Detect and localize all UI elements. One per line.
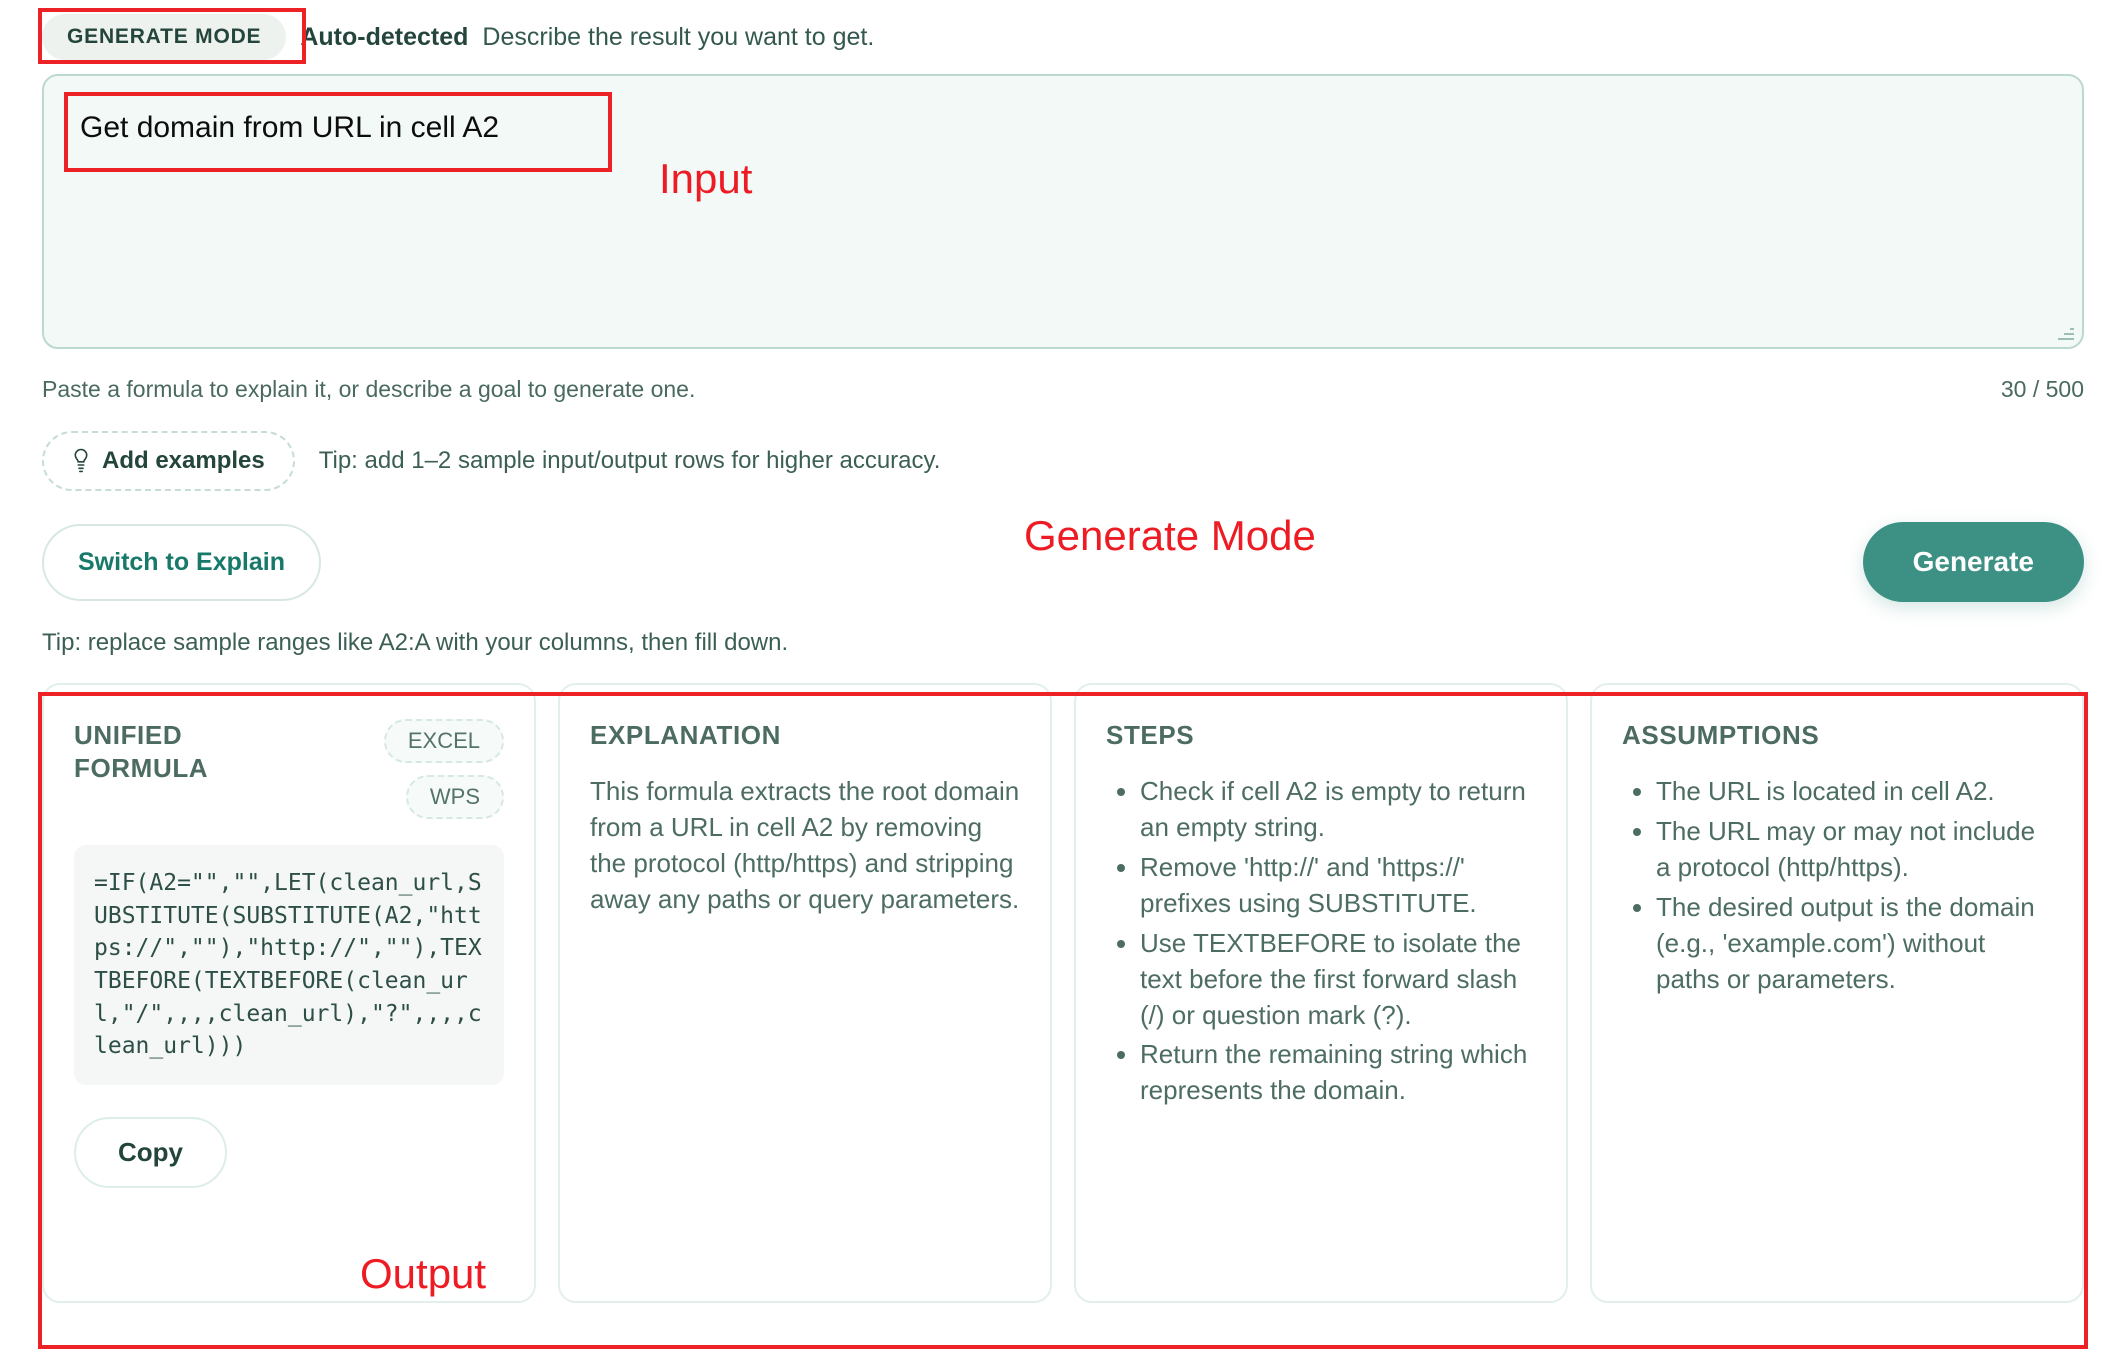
prompt-textarea[interactable] xyxy=(42,74,2084,349)
list-item: The URL is located in cell A2. xyxy=(1656,774,2052,810)
add-examples-button[interactable]: Add examples xyxy=(42,431,295,491)
list-item: The URL may or may not include a protoco… xyxy=(1656,814,2052,886)
formula-card-header: UNIFIED FORMULA EXCEL WPS xyxy=(74,719,504,819)
prompt-input-wrapper xyxy=(42,74,2084,354)
auto-detected-label: Auto-detected xyxy=(300,22,469,51)
steps-body: Check if cell A2 is empty to return an e… xyxy=(1106,774,1536,1109)
chip-excel[interactable]: EXCEL xyxy=(383,719,504,763)
chip-wps[interactable]: WPS xyxy=(405,775,504,819)
unified-formula-card: UNIFIED FORMULA EXCEL WPS =IF(A2="","",L… xyxy=(42,683,536,1303)
copy-formula-button[interactable]: Copy xyxy=(74,1116,227,1188)
actions-row: Switch to Explain Generate xyxy=(42,521,2084,603)
explanation-card: EXPLANATION This formula extracts the ro… xyxy=(558,683,1052,1303)
formula-code-block[interactable]: =IF(A2="","",LET(clean_url,SUBSTITUTE(SU… xyxy=(74,845,504,1085)
list-item: The desired output is the domain (e.g., … xyxy=(1656,890,2052,998)
steps-card: STEPS Check if cell A2 is empty to retur… xyxy=(1074,683,1568,1303)
steps-list: Check if cell A2 is empty to return an e… xyxy=(1106,774,1536,1109)
generate-mode-badge[interactable]: GENERATE MODE xyxy=(42,14,287,60)
examples-row: Add examples Tip: add 1–2 sample input/o… xyxy=(42,431,2084,491)
list-item: Use TEXTBEFORE to isolate the text befor… xyxy=(1140,926,1536,1034)
dialect-chips: EXCEL WPS xyxy=(383,719,504,819)
assumptions-list: The URL is located in cell A2. The URL m… xyxy=(1622,774,2052,997)
switch-to-explain-button[interactable]: Switch to Explain xyxy=(42,523,321,601)
helper-text: Paste a formula to explain it, or descri… xyxy=(42,376,696,402)
range-tip-text: Tip: replace sample ranges like A2:A wit… xyxy=(42,629,789,656)
character-counter: 30 / 500 xyxy=(2000,376,2084,402)
assumptions-body: The URL is located in cell A2. The URL m… xyxy=(1622,774,2052,997)
explanation-text: This formula extracts the root domain fr… xyxy=(590,776,1020,914)
steps-card-title: STEPS xyxy=(1106,720,1195,750)
list-item: Return the remaining string which repres… xyxy=(1140,1037,1536,1109)
mode-header-row: GENERATE MODE Auto-detected Describe the… xyxy=(42,0,2084,60)
mode-description-text: Describe the result you want to get. xyxy=(482,22,875,51)
formula-card-title: UNIFIED FORMULA xyxy=(74,720,209,784)
lightbulb-icon xyxy=(72,448,90,474)
examples-tip-text: Tip: add 1–2 sample input/output rows fo… xyxy=(318,447,941,474)
list-item: Check if cell A2 is empty to return an e… xyxy=(1140,774,1536,846)
helper-row: Paste a formula to explain it, or descri… xyxy=(42,376,2084,403)
assumptions-card: ASSUMPTIONS The URL is located in cell A… xyxy=(1590,683,2084,1303)
add-examples-label: Add examples xyxy=(102,447,265,474)
generate-button[interactable]: Generate xyxy=(1862,522,2084,602)
explanation-card-title: EXPLANATION xyxy=(590,720,782,750)
list-item: Remove 'http://' and 'https://' prefixes… xyxy=(1140,850,1536,922)
results-grid: UNIFIED FORMULA EXCEL WPS =IF(A2="","",L… xyxy=(42,683,2084,1303)
assumptions-card-title: ASSUMPTIONS xyxy=(1622,720,1820,750)
